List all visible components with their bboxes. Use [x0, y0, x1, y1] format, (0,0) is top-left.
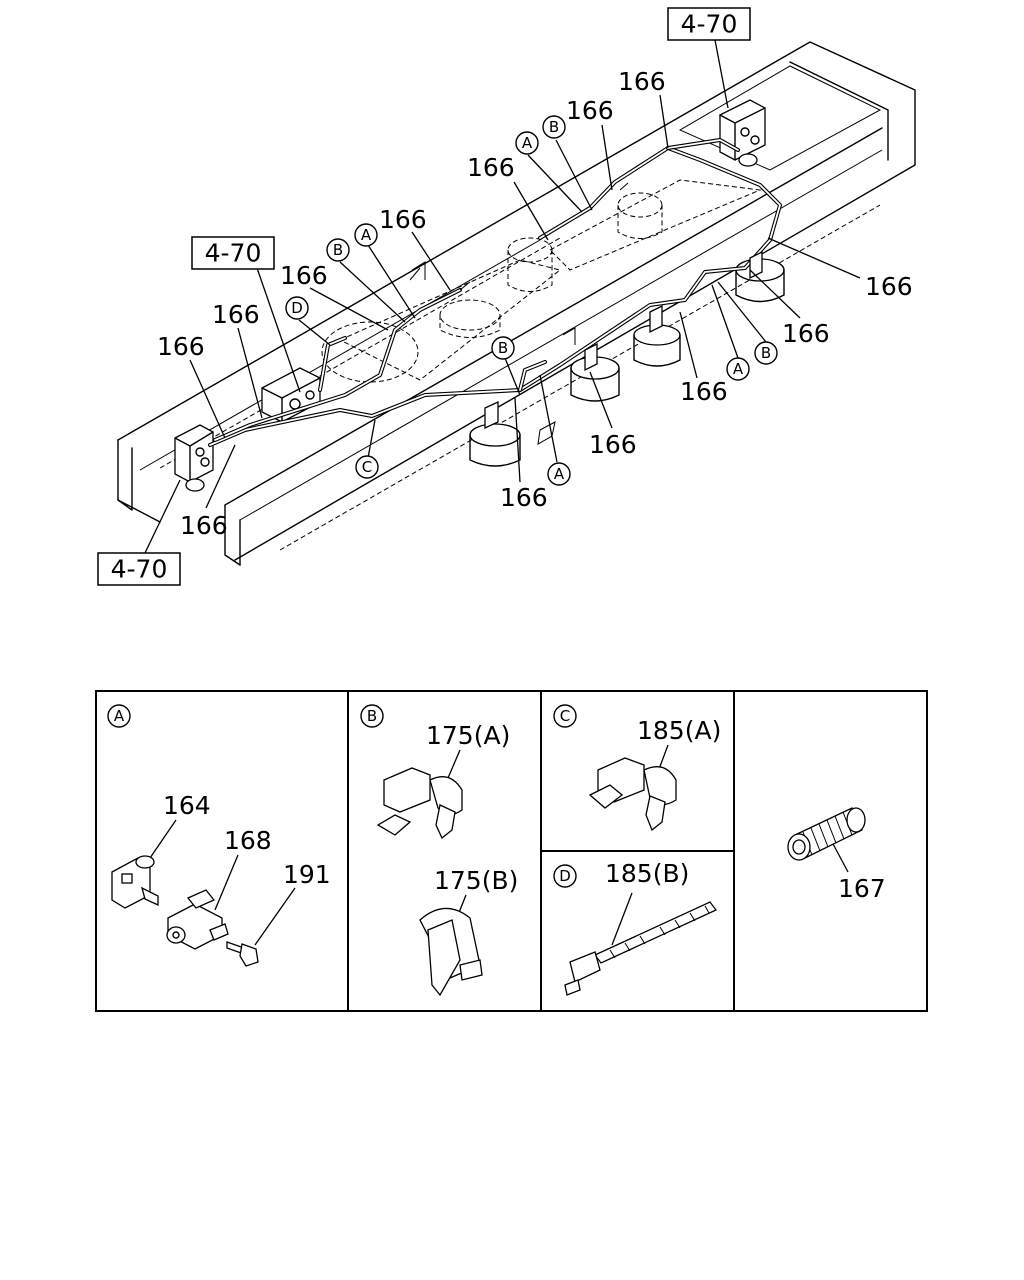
pipe-label: 166 — [280, 261, 328, 290]
pipe-label: 166 — [618, 67, 666, 96]
ref-box-middle: 4-70 — [191, 236, 275, 270]
pipe-label: 166 — [589, 430, 637, 459]
clip-a-marker: A — [726, 357, 750, 381]
part-number-167: 167 — [838, 874, 886, 903]
pipe-label: 166 — [500, 483, 548, 512]
svg-text:A: A — [361, 226, 372, 244]
part-number-175b: 175(B) — [434, 866, 518, 895]
clip-c-marker: C — [355, 455, 379, 479]
detail-panel-e: 167 — [787, 807, 886, 903]
chamber-3 — [633, 324, 681, 367]
cable-tie-185b — [564, 901, 718, 996]
svg-text:A: A — [733, 360, 744, 378]
svg-text:A: A — [114, 707, 125, 725]
clip-b-marker: B — [754, 341, 778, 365]
panel-d-letter: D — [553, 864, 577, 888]
svg-text:B: B — [549, 118, 559, 136]
brackets — [411, 250, 763, 445]
valve-block-right — [719, 99, 766, 167]
detail-panel-d: D 185(B) — [553, 859, 718, 996]
detail-panel-a: A 164 168 191 — [107, 704, 331, 967]
part-number-191: 191 — [283, 860, 331, 889]
svg-text:D: D — [559, 867, 571, 885]
clip-a-marker: A — [515, 131, 539, 155]
pipe-label: 166 — [680, 377, 728, 406]
part-number-168: 168 — [224, 826, 272, 855]
svg-text:4-70: 4-70 — [205, 239, 262, 268]
clip-b-marker: B — [491, 336, 515, 360]
svg-text:B: B — [761, 344, 771, 362]
clip-175a — [376, 767, 463, 840]
svg-text:C: C — [560, 707, 570, 725]
pipe-label: 166 — [865, 272, 913, 301]
detail-panel-b: B 175(A) 175(B) — [360, 704, 518, 997]
pipe-label: 166 — [212, 300, 260, 329]
svg-text:B: B — [498, 339, 508, 357]
part-number-185a: 185(A) — [637, 716, 721, 745]
svg-text:A: A — [554, 465, 565, 483]
pipe-labels: 166 166 166 166 166 166 166 166 166 166 … — [157, 67, 913, 540]
chamber-1 — [469, 423, 521, 467]
ref-box-top: 4-70 — [667, 7, 751, 41]
panel-a-letter: A — [107, 704, 131, 728]
connector-bolt — [226, 941, 259, 967]
detail-panel-c: C 185(A) — [553, 704, 721, 832]
panel-c-letter: C — [553, 704, 577, 728]
pipe-label: 166 — [782, 319, 830, 348]
clip-d-marker: D — [285, 296, 309, 320]
elbow-fitting — [111, 855, 159, 909]
svg-text:4-70: 4-70 — [111, 555, 168, 584]
detail-table — [95, 690, 928, 1012]
clip-185a — [588, 757, 677, 832]
svg-text:B: B — [333, 241, 343, 259]
clip-a-marker: A — [354, 223, 378, 247]
corrugated-tube-167 — [787, 807, 866, 861]
leader-lines — [144, 39, 861, 554]
pipe-label: 166 — [467, 153, 515, 182]
clip-markers: A B A B D C B A A B — [285, 115, 778, 486]
svg-text:C: C — [362, 458, 372, 476]
svg-text:A: A — [522, 134, 533, 152]
pipe-label: 166 — [566, 96, 614, 125]
clip-b-marker: B — [326, 238, 350, 262]
part-number-164: 164 — [163, 791, 211, 820]
part-number-185b: 185(B) — [605, 859, 689, 888]
pipe-label: 166 — [180, 511, 228, 540]
pipe-label: 166 — [157, 332, 205, 361]
svg-text:B: B — [367, 707, 377, 725]
tee-fitting — [166, 889, 229, 950]
valve-block-left — [174, 424, 214, 492]
svg-text:D: D — [291, 299, 303, 317]
clip-175b — [419, 907, 483, 997]
panel-b-letter: B — [360, 704, 384, 728]
svg-text:4-70: 4-70 — [681, 10, 738, 39]
ref-box-bottom: 4-70 — [97, 552, 181, 586]
clip-b-marker: B — [542, 115, 566, 139]
clip-a-marker: A — [547, 462, 571, 486]
part-number-175a: 175(A) — [426, 721, 510, 750]
pipe-label: 166 — [379, 205, 427, 234]
